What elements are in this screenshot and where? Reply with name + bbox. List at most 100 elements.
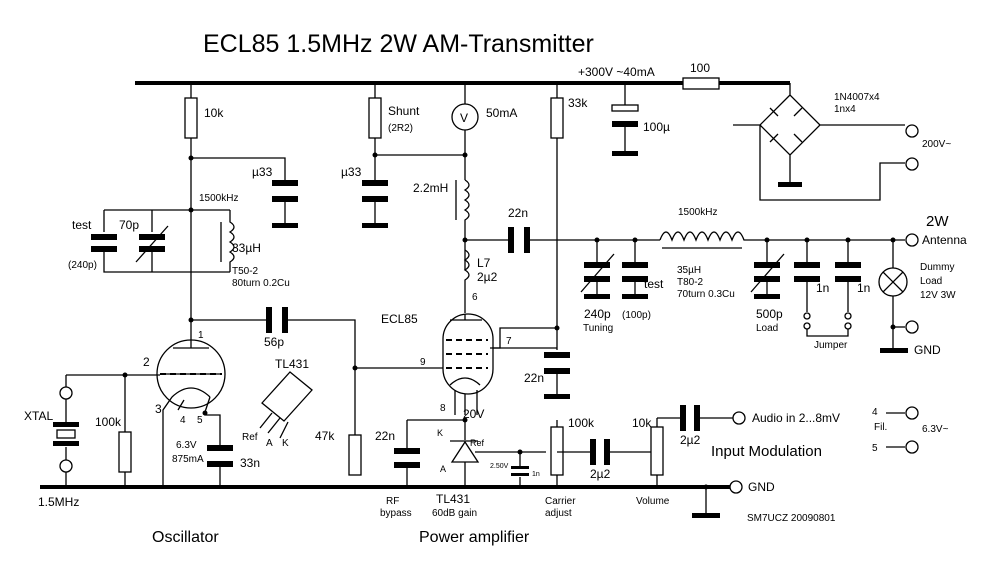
gnd-label-top: GND: [914, 343, 941, 357]
osc-anode-resistor: [184, 97, 198, 139]
osc-test-value: (240p): [68, 260, 97, 271]
gnd-terminal-bottom: [729, 480, 743, 494]
osc-decouple-cap: [272, 180, 298, 186]
jumper-cap-2: [835, 262, 861, 268]
amp-pin-7: 7: [506, 336, 512, 347]
carrier-label-2: adjust: [545, 508, 572, 519]
osc-grid-resistor: [118, 431, 132, 473]
tuning-label: Tuning: [583, 323, 613, 334]
load-cap: [754, 262, 780, 268]
series-resistor: [682, 77, 720, 90]
tuning-cap-label: 240p: [584, 307, 611, 321]
amp-decouple-ground: [362, 223, 388, 228]
osc-trimmer-label: 70p: [119, 218, 139, 232]
audio-cap-label: 2µ2: [680, 433, 701, 447]
jumper-cap-1-label: 1n: [816, 281, 829, 295]
antenna-terminal: [905, 233, 919, 247]
credit-label: SM7UCZ 20090801: [747, 513, 836, 524]
input-freq-label: 1.5MHz: [38, 495, 79, 509]
load-cap-label: 500p: [756, 307, 783, 321]
mains-terminal-2: [905, 157, 919, 171]
audio-in-terminal: [732, 411, 746, 425]
jumper-label: Jumper: [814, 340, 848, 351]
mod-coupling-label: 2µ2: [590, 467, 611, 481]
osc-pin-1: 1: [198, 330, 204, 341]
ref-cap-label: 1n: [532, 471, 540, 478]
jumper-cap-2-label: 1n: [857, 281, 870, 295]
tl431-ref-label: Ref: [470, 438, 485, 448]
osc-coil-core: T50-2: [232, 266, 259, 277]
reservoir-cap-plus: [611, 104, 639, 112]
tank-coil: [659, 231, 745, 249]
tl431-k-label: K: [437, 428, 443, 438]
osc-pin-4: 4: [180, 415, 186, 426]
jumper-pin-1: [803, 312, 811, 320]
section-oscillator: Oscillator: [152, 529, 219, 546]
section-input-modulation: Input Modulation: [711, 443, 822, 460]
dummy-label-2: Load: [920, 276, 942, 287]
supply-label: +300V ~40mA: [578, 65, 655, 79]
osc-freq-label: 1500kHz: [199, 193, 238, 204]
shunt-value: (2R2): [388, 123, 413, 134]
tl431-package: TL431 Ref A K: [242, 357, 313, 449]
osc-decouple-label: µ33: [252, 165, 273, 179]
osc-coil-label: 33µH: [232, 241, 261, 255]
rf-choke: [455, 179, 470, 225]
cathode-voltage: 20V: [463, 407, 484, 421]
series-resistor-label: 100: [690, 61, 710, 75]
osc-trimmer-cap: [139, 234, 165, 240]
section-power-amplifier: Power amplifier: [419, 529, 530, 546]
crystal-label: XTAL: [24, 409, 53, 423]
output-power-label: 2W: [926, 213, 949, 230]
tl431-a-label: A: [440, 464, 446, 474]
filament-terminal-2: [905, 440, 919, 454]
osc-pin-3: 3: [155, 402, 162, 416]
tank-test-value: (100p): [622, 310, 651, 321]
mod-coupling-cap: [590, 439, 596, 465]
screen-resistor-label: 33k: [568, 96, 588, 110]
rf-bypass-cap: [394, 448, 420, 454]
osc-decouple-ground: [272, 223, 298, 228]
rectifier-ground: [778, 182, 802, 187]
choke-l7: [463, 249, 470, 290]
osc-cathode-cap-label: 33n: [240, 456, 260, 470]
amp-decouple-label: µ33: [341, 165, 362, 179]
reservoir-cap: [612, 121, 638, 127]
gnd-terminal-top: [905, 320, 919, 334]
svg-text:K: K: [282, 438, 289, 449]
current-meter: [451, 103, 479, 131]
carrier-pot-label: 100k: [568, 416, 595, 430]
osc-pin-5: 5: [197, 415, 203, 426]
heater-voltage: 6.3V: [176, 440, 197, 451]
choke-l7-value: 2µ2: [477, 270, 498, 284]
reservoir-cap-ground: [612, 151, 638, 156]
shunt-resistor: [368, 97, 382, 139]
svg-text:A: A: [266, 438, 273, 449]
rf-bypass-label-1: RF: [386, 496, 399, 507]
tank-ground: [880, 348, 908, 353]
amp-grid-resistor: [348, 434, 362, 476]
audio-cap: [680, 405, 686, 431]
rectifier-label: 1N4007x4: [834, 92, 880, 103]
rf-bypass-label-2: bypass: [380, 508, 412, 519]
tank-coil-wire: 70turn 0.3Cu: [677, 289, 735, 300]
page-title: ECL85 1.5MHz 2W AM-Transmitter: [203, 30, 594, 58]
tank-coil-label: 35µH: [677, 265, 701, 276]
osc-cathode-cap: [207, 445, 233, 451]
tube-label: ECL85: [381, 312, 418, 326]
osc-coupling-label: 56p: [264, 335, 284, 349]
heater-current: 875mA: [172, 454, 204, 465]
xtal-terminal-top: [59, 386, 73, 400]
antenna-label: Antenna: [922, 233, 967, 247]
meter-symbol: V: [460, 111, 468, 125]
screen-cap: [544, 352, 570, 358]
amp-pin-9: 9: [420, 357, 426, 368]
gnd-label-bottom: GND: [748, 480, 775, 494]
svg-text:TL431: TL431: [275, 357, 309, 371]
svg-text:Ref: Ref: [242, 432, 258, 443]
mains-label: 200V~: [922, 139, 951, 150]
shunt-label: Shunt: [388, 104, 420, 118]
tank-test-label: test: [644, 277, 664, 291]
osc-anode-resistor-label: 10k: [204, 106, 224, 120]
